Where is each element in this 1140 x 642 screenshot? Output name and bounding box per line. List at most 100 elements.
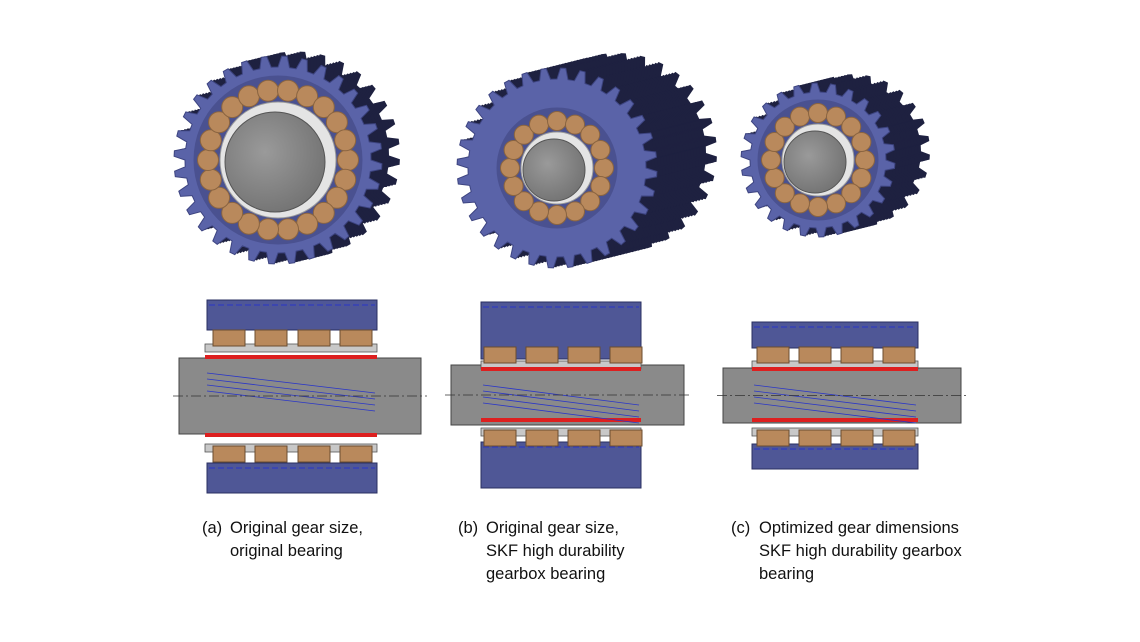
bearing-roller	[774, 183, 795, 204]
caption-line: SKF high durability gearbox	[759, 542, 962, 560]
inner-race-highlight	[481, 367, 641, 371]
inner-race-highlight	[752, 418, 918, 422]
bearing-roller	[841, 116, 862, 137]
caption-tag: (a)	[202, 519, 223, 537]
bearing-roller	[257, 218, 279, 241]
race-section	[204, 443, 378, 453]
caption-line: original bearing	[230, 542, 343, 560]
race-section	[204, 343, 378, 353]
bearing-roller	[334, 129, 357, 152]
bearing-roller	[855, 150, 875, 170]
roller-section	[840, 429, 874, 447]
bearing-roller	[221, 201, 244, 224]
roller-section	[525, 346, 559, 364]
gear-a	[173, 51, 400, 265]
bearing-roller	[197, 149, 219, 171]
bearing-roller	[841, 183, 862, 204]
bearing-roller	[547, 111, 567, 131]
bearing-roller	[590, 176, 611, 196]
caption-tag: (c)	[731, 519, 751, 537]
bearing-roller	[296, 212, 319, 235]
caption-line: bearing	[759, 565, 815, 583]
bearing-roller	[337, 149, 359, 171]
bearing-roller	[851, 132, 872, 152]
gear-b	[456, 53, 717, 269]
bearing-roller	[325, 186, 348, 209]
bearing-roller	[513, 124, 534, 145]
gear-cross-sections	[173, 299, 967, 494]
gear-c	[740, 74, 930, 238]
gear-3d-views	[173, 51, 930, 269]
bearing-roller	[199, 168, 222, 191]
shaft	[783, 130, 847, 194]
bearing-roller	[594, 158, 614, 178]
bearing-roller	[761, 150, 781, 170]
bearing-roller	[547, 205, 567, 225]
roller-section	[609, 429, 643, 447]
bearing-roller	[764, 168, 785, 188]
bearing-roller	[580, 124, 601, 145]
bearing-roller	[790, 106, 810, 127]
inner-race-highlight	[752, 367, 918, 371]
caption-line: SKF high durability	[486, 542, 625, 560]
bearing-roller	[296, 85, 319, 108]
section-c	[717, 321, 967, 470]
bearing-roller	[334, 168, 357, 191]
roller-section	[483, 429, 517, 447]
race-section	[751, 427, 919, 437]
bearing-roller	[503, 140, 524, 160]
bearing-roller	[826, 193, 846, 214]
bearing-roller	[808, 103, 828, 123]
caption-tag: (b)	[458, 519, 479, 537]
inner-race-highlight	[205, 433, 377, 437]
bearing-roller	[513, 191, 534, 212]
section-b	[445, 301, 690, 489]
roller-section	[756, 429, 790, 447]
roller-section	[882, 346, 916, 364]
bearing-roller	[277, 79, 299, 102]
bearing-roller	[208, 111, 231, 134]
bearing-roller	[790, 193, 810, 214]
bearing-roller	[808, 197, 828, 217]
bearing-roller	[529, 201, 549, 222]
bearing-roller	[503, 176, 524, 196]
bearing-roller	[565, 201, 585, 222]
bearing-roller	[774, 116, 795, 137]
inner-race-highlight	[481, 418, 641, 422]
bearing-roller	[529, 114, 549, 135]
bearing-roller	[590, 140, 611, 160]
roller-section	[254, 445, 288, 463]
roller-section	[840, 346, 874, 364]
roller-section	[798, 346, 832, 364]
roller-section	[254, 329, 288, 347]
roller-section	[339, 329, 373, 347]
caption-line: Original gear size,	[486, 519, 619, 537]
bearing-roller	[237, 85, 260, 108]
gear-section	[751, 321, 919, 349]
inner-race-highlight	[205, 355, 377, 359]
caption-line: Optimized gear dimensions	[759, 519, 959, 537]
roller-section	[297, 445, 331, 463]
roller-section	[882, 429, 916, 447]
gear-section	[751, 443, 919, 470]
bearing-roller	[199, 129, 222, 152]
bearing-roller	[826, 106, 846, 127]
roller-section	[483, 346, 517, 364]
bearing-roller	[257, 79, 279, 102]
bearing-roller	[851, 168, 872, 188]
roller-section	[339, 445, 373, 463]
roller-section	[567, 346, 601, 364]
bearing-roller	[277, 218, 299, 241]
bearing-roller	[580, 191, 601, 212]
bearing-roller	[312, 201, 335, 224]
gear-section	[480, 441, 642, 489]
bearing-roller	[325, 111, 348, 134]
roller-section	[525, 429, 559, 447]
shaft	[522, 138, 586, 202]
bearing-roller	[221, 96, 244, 119]
bearing-roller	[500, 158, 520, 178]
caption-line: gearbox bearing	[486, 565, 606, 583]
roller-section	[212, 329, 246, 347]
roller-section	[297, 329, 331, 347]
